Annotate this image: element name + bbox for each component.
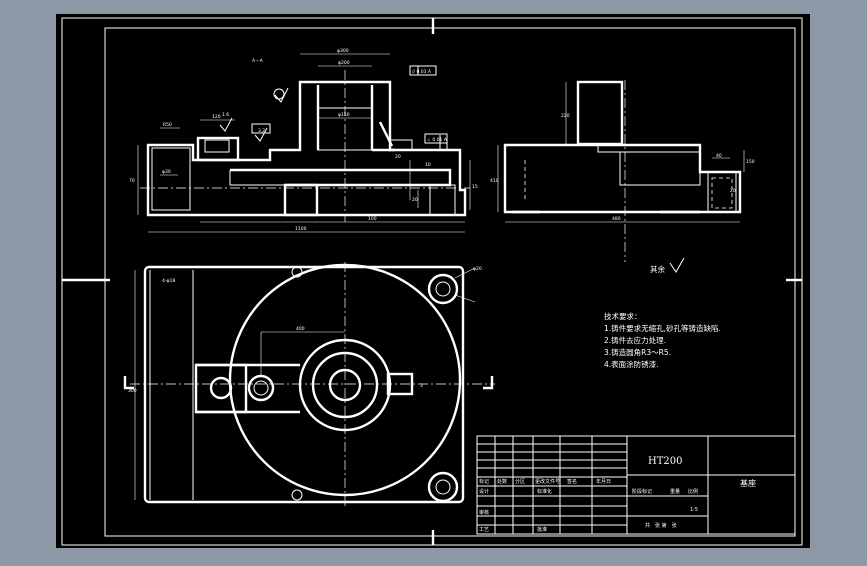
front-section-view: A－A [129, 48, 478, 233]
title-block-cell: 审核 [479, 509, 489, 516]
title-block-cell: 处数 [497, 478, 507, 485]
title-block-cell: 工艺 [479, 527, 489, 533]
title-block-cell: 标记 [479, 478, 489, 485]
dim-text: 20 [412, 197, 418, 203]
dim-text: φ20 [473, 266, 482, 272]
dim-text: 1100 [295, 226, 307, 232]
dim-text: 1.6 [222, 112, 229, 118]
dim-text: φ200 [338, 60, 350, 66]
title-block-cell: 阶段标记 [632, 488, 652, 495]
note-item: 3.铸造圆角R3～R5. [604, 347, 671, 357]
dim-text: 3 [420, 383, 423, 389]
dim-text: 300 [128, 388, 137, 394]
sheet-count-text: 共 张 第 张 [645, 522, 677, 529]
dim-text: 20 [395, 154, 401, 160]
title-block-cell: 更改文件号 [535, 478, 560, 485]
scale-text: 1:5 [690, 507, 698, 513]
dim-text: 3.2 [258, 128, 265, 134]
dim-text: R50 [163, 122, 172, 128]
dim-text: φ30 [162, 169, 171, 175]
title-block-cell: 设计 [479, 488, 489, 495]
title-block-cell: 批准 [537, 526, 547, 533]
sheet-background [56, 14, 810, 548]
dim-text: 400 [296, 326, 305, 332]
technical-notes: 技术要求： 1.铸件要求无缩孔,砂孔等铸造缺陷. 2.铸件去应力处理. 3.铸造… [604, 311, 721, 369]
section-label: A－A [252, 58, 264, 64]
dim-text: 410 [490, 178, 499, 184]
dim-text: 70 [129, 178, 135, 184]
dim-text: φ150 [338, 112, 350, 118]
title-block-cell: 重量 [670, 488, 680, 495]
title-block-cell: 签名 [567, 478, 577, 485]
tolerance-frame-text: ⊥ 0.01 A [427, 137, 448, 143]
material-text: HT200 [648, 456, 682, 467]
dim-text: 40 [716, 153, 722, 159]
dim-text: 20 [730, 188, 736, 194]
part-name-text: 基座 [740, 478, 756, 488]
dim-text: 10 [425, 162, 431, 168]
notes-title: 技术要求： [604, 311, 642, 321]
dim-text: 150 [746, 159, 755, 165]
note-item: 2.铸件去应力处理. [604, 335, 666, 345]
roughness-other-note: 其余 [650, 257, 685, 274]
inner-frame [104, 27, 796, 537]
dim-text: 220 [561, 113, 570, 119]
side-view: 220 410 480 40 150 20 [490, 80, 755, 262]
note-item: 1.铸件要求无缩孔,砂孔等铸造缺陷. [604, 323, 721, 333]
dim-text: φ300 [337, 48, 349, 54]
title-block-cell: 年月日 [596, 478, 611, 485]
title-block-cell: 分区 [515, 478, 525, 485]
dim-text: 15 [472, 184, 478, 190]
dim-text: 120 [212, 114, 221, 120]
dim-text: 4-φ18 [162, 278, 175, 284]
tolerance-frame-text: // 0.03 A [412, 69, 432, 75]
title-block-cell: 标准化 [537, 488, 552, 495]
roughness-other-text: 其余 [650, 264, 665, 274]
note-item: 4.表面涂防锈漆. [604, 359, 659, 369]
top-view: 4-φ18 φ20 400 300 3 [123, 262, 495, 508]
title-block-cell: 比例 [688, 488, 698, 495]
centering-marks [62, 18, 802, 545]
dim-text: 480 [612, 216, 621, 222]
dim-text: 100 [368, 216, 377, 222]
title-block: 标记 处数 分区 更改文件号 签名 年月日 设计 标准化 审核 工艺 批准 HT… [476, 435, 796, 535]
